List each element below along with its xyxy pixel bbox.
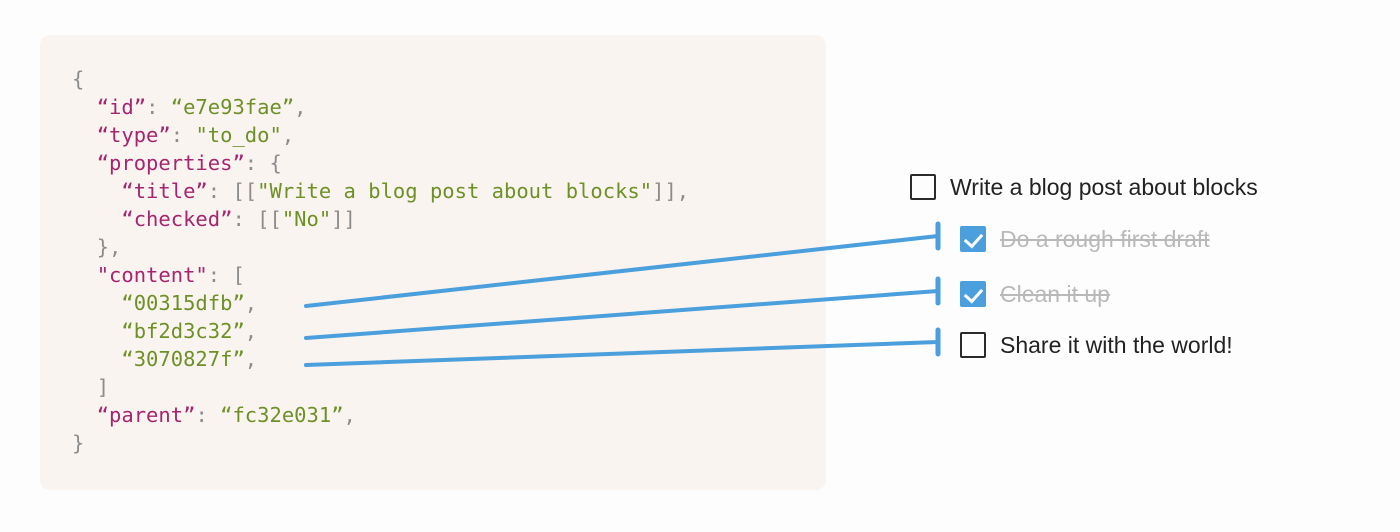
todo-item-label: Share it with the world! bbox=[1000, 331, 1233, 358]
todo-item[interactable]: Clean it up bbox=[960, 277, 1110, 311]
json-token-str: “e7e93fae” bbox=[170, 95, 295, 119]
json-token-str: "No" bbox=[281, 207, 332, 231]
json-token-key: “parent” bbox=[96, 403, 196, 427]
json-indent bbox=[72, 403, 97, 427]
json-code-line: { bbox=[72, 65, 689, 93]
json-token-punc: } bbox=[72, 431, 85, 455]
json-token-punc: , bbox=[244, 319, 258, 343]
json-token-str: “00315dfb” bbox=[121, 291, 245, 315]
json-token-punc: ]] bbox=[331, 207, 356, 231]
json-code-line: “id”: “e7e93fae”, bbox=[72, 93, 689, 121]
json-token-key: “title” bbox=[121, 179, 208, 203]
json-token-str: "to_do" bbox=[195, 123, 282, 147]
json-code-line: }, bbox=[72, 233, 689, 261]
json-token-punc: }, bbox=[96, 235, 122, 259]
json-indent bbox=[72, 95, 97, 119]
todo-item[interactable]: Write a blog post about blocks bbox=[910, 170, 1258, 204]
todo-item-label: Write a blog post about blocks bbox=[950, 173, 1258, 200]
json-indent bbox=[72, 263, 97, 287]
todo-item-label: Clean it up bbox=[1000, 280, 1110, 307]
json-token-key: “checked” bbox=[121, 207, 233, 231]
json-indent bbox=[72, 291, 121, 315]
json-indent bbox=[72, 179, 121, 203]
json-token-punc: ] bbox=[96, 375, 110, 399]
json-code-line: “00315dfb”, bbox=[72, 289, 689, 317]
json-code-line: “parent”: “fc32e031”, bbox=[72, 401, 689, 429]
json-token-punc: { bbox=[269, 151, 282, 175]
json-token-key: “type” bbox=[96, 123, 171, 147]
json-token-colon: : bbox=[232, 207, 258, 231]
json-indent bbox=[72, 151, 97, 175]
todo-item-label: Do a rough first draft bbox=[1000, 225, 1210, 252]
todo-item[interactable]: Do a rough first draft bbox=[960, 222, 1210, 256]
json-indent bbox=[72, 375, 97, 399]
json-code-line: ] bbox=[72, 373, 689, 401]
json-token-punc: , bbox=[244, 291, 258, 315]
json-code-line: “properties”: { bbox=[72, 149, 689, 177]
json-token-punc: [[ bbox=[232, 179, 258, 203]
json-token-key: “id” bbox=[96, 95, 147, 119]
json-code-line: } bbox=[72, 429, 689, 457]
json-token-colon: : bbox=[170, 123, 196, 147]
json-token-punc: ]], bbox=[652, 179, 690, 203]
json-token-punc: , bbox=[281, 123, 295, 147]
json-code-line: “checked”: [["No"]] bbox=[72, 205, 689, 233]
json-token-colon: : bbox=[195, 403, 221, 427]
json-token-str: “bf2d3c32” bbox=[121, 319, 245, 343]
json-token-key: “properties” bbox=[96, 151, 245, 175]
json-token-punc: { bbox=[72, 67, 85, 91]
json-code-line: "content": [ bbox=[72, 261, 689, 289]
json-token-punc: , bbox=[294, 95, 307, 119]
json-code-line: “bf2d3c32”, bbox=[72, 317, 689, 345]
json-token-punc: [[ bbox=[257, 207, 282, 231]
json-token-colon: : bbox=[244, 151, 270, 175]
json-token-punc: , bbox=[244, 347, 258, 371]
json-token-key: "content" bbox=[96, 263, 208, 287]
json-indent bbox=[72, 319, 121, 343]
json-token-colon: : bbox=[207, 263, 233, 287]
json-token-punc: , bbox=[343, 403, 356, 427]
json-indent bbox=[72, 123, 97, 147]
json-token-str: “fc32e031” bbox=[220, 403, 344, 427]
json-indent bbox=[72, 347, 121, 371]
json-indent bbox=[72, 235, 97, 259]
json-code-line: “3070827f”, bbox=[72, 345, 689, 373]
json-code-panel: { “id”: “e7e93fae”, “type”: "to_do", “pr… bbox=[40, 35, 826, 490]
json-code-line: “type”: "to_do", bbox=[72, 121, 689, 149]
checkbox-checked-icon[interactable] bbox=[960, 281, 986, 307]
json-token-str: "Write a blog post about blocks" bbox=[257, 179, 653, 203]
todo-item[interactable]: Share it with the world! bbox=[960, 328, 1233, 362]
json-token-punc: [ bbox=[232, 263, 245, 287]
checkbox-checked-icon[interactable] bbox=[960, 226, 986, 252]
json-code-block: { “id”: “e7e93fae”, “type”: "to_do", “pr… bbox=[72, 65, 689, 457]
json-token-colon: : bbox=[146, 95, 171, 119]
checkbox-unchecked-icon[interactable] bbox=[960, 332, 986, 358]
json-code-line: “title”: [["Write a blog post about bloc… bbox=[72, 177, 689, 205]
json-indent bbox=[72, 207, 121, 231]
checkbox-unchecked-icon[interactable] bbox=[910, 174, 936, 200]
json-token-str: “3070827f” bbox=[121, 347, 245, 371]
json-token-colon: : bbox=[207, 179, 233, 203]
